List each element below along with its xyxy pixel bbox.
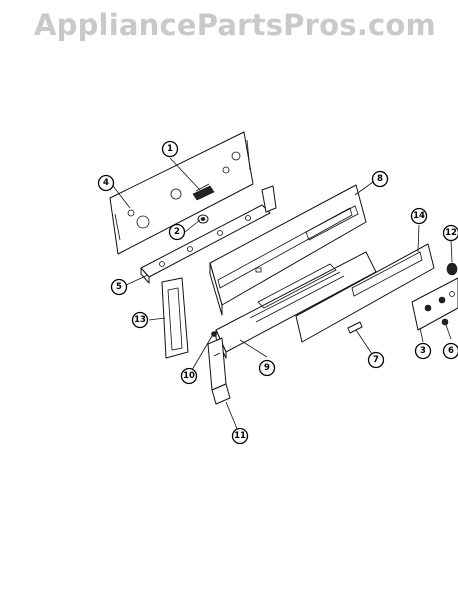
svg-text:14: 14: [413, 211, 425, 221]
part-1-connector-block: [192, 183, 215, 201]
watermark-logo: AppliancePartsPros.com: [34, 8, 436, 42]
svg-text:4: 4: [103, 178, 109, 188]
callout-4: 4: [97, 174, 115, 192]
svg-text:8: 8: [377, 174, 383, 184]
part-14-glass-overlay: [295, 243, 435, 343]
part-11-side-bracket: [207, 337, 231, 405]
part-7-clip: [347, 321, 363, 334]
part-6-fastener: [441, 318, 449, 326]
callout-12: 12: [442, 224, 458, 242]
svg-text:11: 11: [234, 431, 246, 441]
part-2-bushing: [197, 214, 209, 224]
callout-1: 1: [161, 140, 179, 158]
leader-lines: [112, 157, 453, 437]
callout-3: 3: [414, 342, 432, 360]
part-8-control-panel-housing: [209, 184, 367, 316]
callout-2: 2: [168, 223, 186, 241]
callout-8: 8: [371, 170, 389, 188]
callout-7: 7: [367, 351, 385, 369]
svg-text:9: 9: [264, 363, 270, 373]
svg-text:7: 7: [373, 355, 379, 365]
part-5-mounting-bracket: [140, 185, 277, 284]
part-10-screw: [211, 331, 217, 337]
svg-text:12: 12: [445, 228, 457, 238]
svg-text:5: 5: [116, 282, 122, 292]
svg-text:6: 6: [448, 346, 454, 356]
callout-14: 14: [410, 207, 428, 225]
callout-13: 13: [131, 311, 149, 329]
part-4-rear-panel: [109, 131, 254, 255]
svg-text:1: 1: [167, 144, 173, 154]
callout-9: 9: [258, 359, 276, 377]
svg-text:3: 3: [420, 346, 426, 356]
part-13-end-cap: [161, 277, 189, 359]
part-12-knob: [446, 262, 458, 276]
callout-6: 6: [442, 342, 458, 360]
svg-text:2: 2: [174, 227, 180, 237]
svg-text:10: 10: [183, 371, 195, 381]
part-3-clock-module: [411, 277, 458, 331]
callout-5: 5: [110, 278, 128, 296]
callout-10: 10: [180, 367, 198, 385]
svg-text:13: 13: [134, 315, 146, 325]
callout-11: 11: [231, 427, 249, 445]
